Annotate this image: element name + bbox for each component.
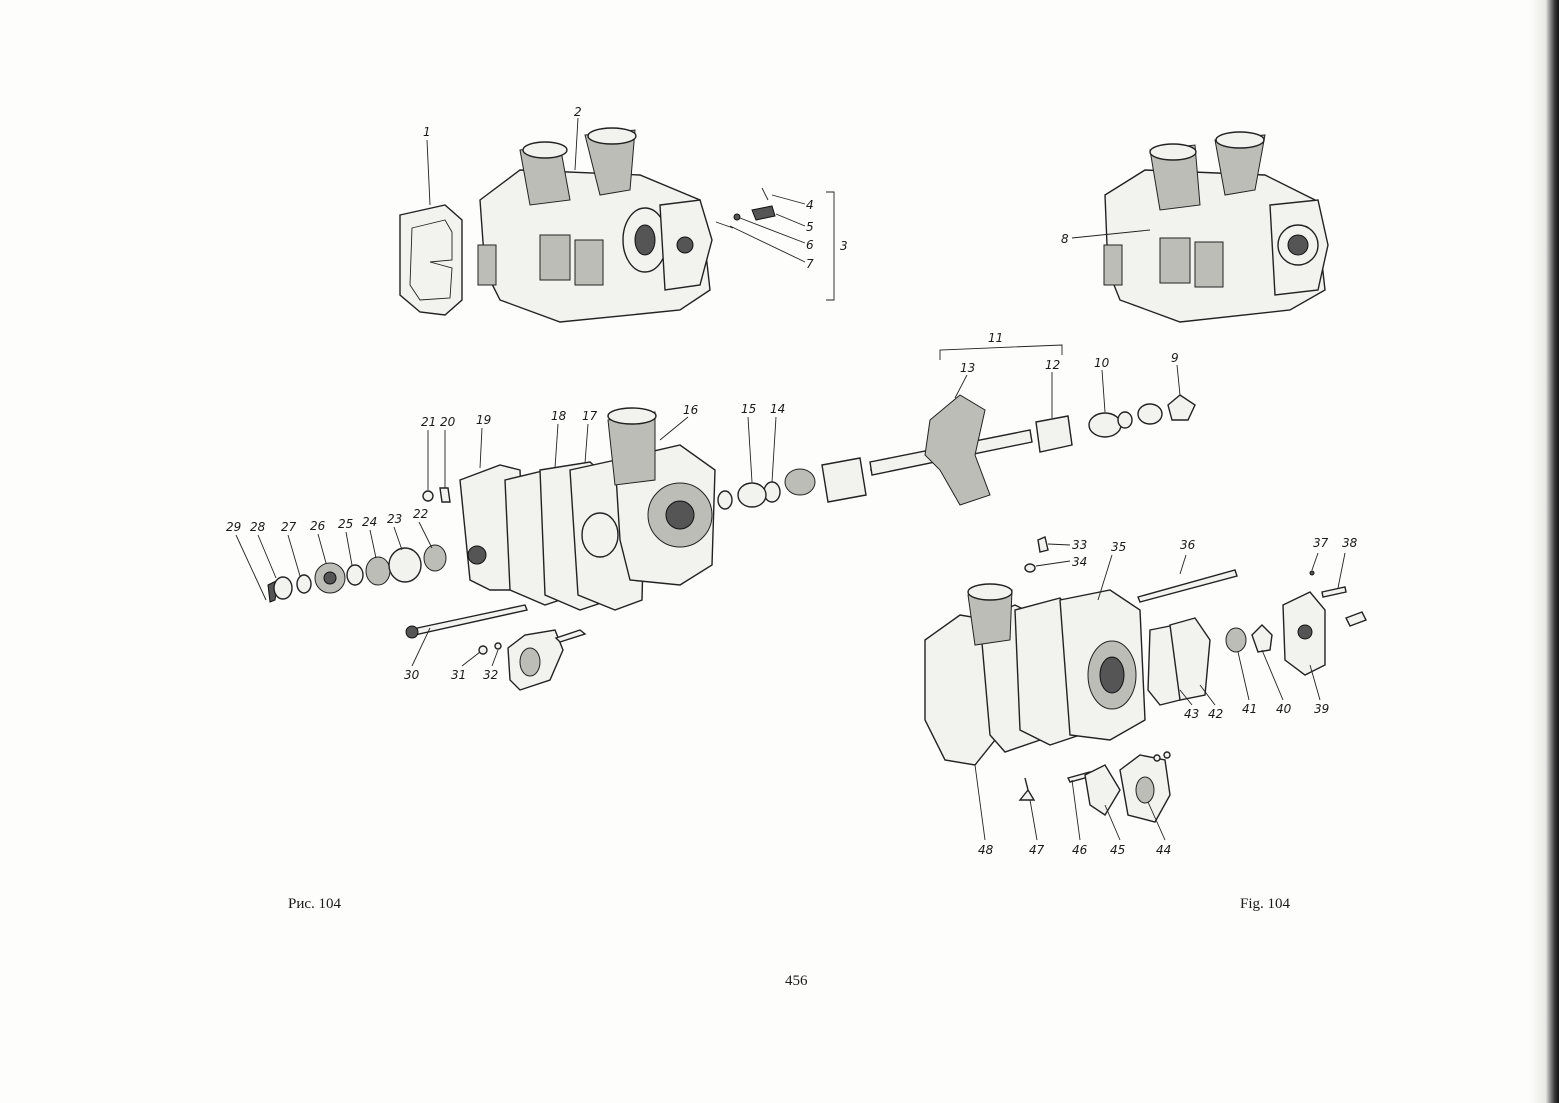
- front-small-parts: [267, 487, 451, 603]
- callout-7: 7: [806, 257, 814, 271]
- callout-5: 5: [806, 220, 814, 234]
- callout-44: 44: [1156, 843, 1171, 857]
- pump-assembly-part-2: [477, 127, 713, 323]
- leader-lines: [235, 117, 1346, 841]
- callout-9: 9: [1171, 351, 1179, 365]
- callout-8: 8: [1061, 232, 1069, 246]
- callout-36: 36: [1180, 538, 1196, 552]
- callout-46: 46: [1072, 843, 1088, 857]
- callout-48: 48: [978, 843, 994, 857]
- figure-caption-en: Fig. 104: [1240, 896, 1291, 912]
- page-edge-shadow: [1529, 0, 1559, 1103]
- callout-26: 26: [310, 519, 326, 533]
- callout-14: 14: [770, 402, 785, 416]
- callout-3: 3: [840, 239, 848, 253]
- callout-45: 45: [1110, 843, 1125, 857]
- callout-13: 13: [960, 361, 975, 375]
- callout-19: 19: [476, 413, 491, 427]
- callout-24: 24: [362, 515, 377, 529]
- callout-33: 33: [1072, 538, 1087, 552]
- callout-6: 6: [806, 238, 814, 252]
- callout-21: 21: [421, 415, 436, 429]
- callout-23: 23: [387, 512, 402, 526]
- callout-10: 10: [1094, 356, 1110, 370]
- figure-caption-ru: Рис. 104: [288, 896, 342, 912]
- pump-housing-bottom-right: [924, 583, 1326, 766]
- stud-and-gasket-30-32: [405, 604, 587, 691]
- callout-37: 37: [1313, 536, 1329, 550]
- callout-40: 40: [1276, 702, 1292, 716]
- callout-47: 47: [1029, 843, 1045, 857]
- callout-30: 30: [404, 668, 420, 682]
- callout-labels: 1 2 3 4 5 6 7 8 9 10 11 12 13 14 15 16 1…: [226, 105, 1358, 857]
- callout-18: 18: [551, 409, 567, 423]
- pump-housing-exploded: [459, 407, 716, 611]
- callout-20: 20: [440, 415, 456, 429]
- callout-39: 39: [1314, 702, 1329, 716]
- fitting-group-part-3: [715, 187, 835, 301]
- callout-15: 15: [741, 402, 756, 416]
- callout-11: 11: [988, 331, 1003, 345]
- callout-42: 42: [1208, 707, 1223, 721]
- callout-35: 35: [1111, 540, 1126, 554]
- bottom-right-small-parts: [1018, 536, 1367, 823]
- callout-12: 12: [1045, 358, 1060, 372]
- callout-28: 28: [250, 520, 266, 534]
- callout-38: 38: [1342, 536, 1358, 550]
- callout-31: 31: [451, 668, 466, 682]
- callout-22: 22: [413, 507, 428, 521]
- callout-25: 25: [338, 517, 353, 531]
- shaft-and-impeller-group: [717, 394, 1196, 510]
- pump-assembly-part-8: [1103, 131, 1329, 323]
- callout-17: 17: [582, 409, 598, 423]
- callout-41: 41: [1242, 702, 1257, 716]
- callout-43: 43: [1184, 707, 1199, 721]
- callout-29: 29: [226, 520, 241, 534]
- callout-32: 32: [483, 668, 498, 682]
- page-number: 456: [785, 973, 808, 989]
- callout-27: 27: [281, 520, 297, 534]
- callout-34: 34: [1072, 555, 1087, 569]
- callout-4: 4: [806, 198, 814, 212]
- callout-16: 16: [683, 403, 699, 417]
- callout-2: 2: [574, 105, 582, 119]
- gasket-part-1: [399, 204, 463, 316]
- callout-1: 1: [423, 125, 431, 139]
